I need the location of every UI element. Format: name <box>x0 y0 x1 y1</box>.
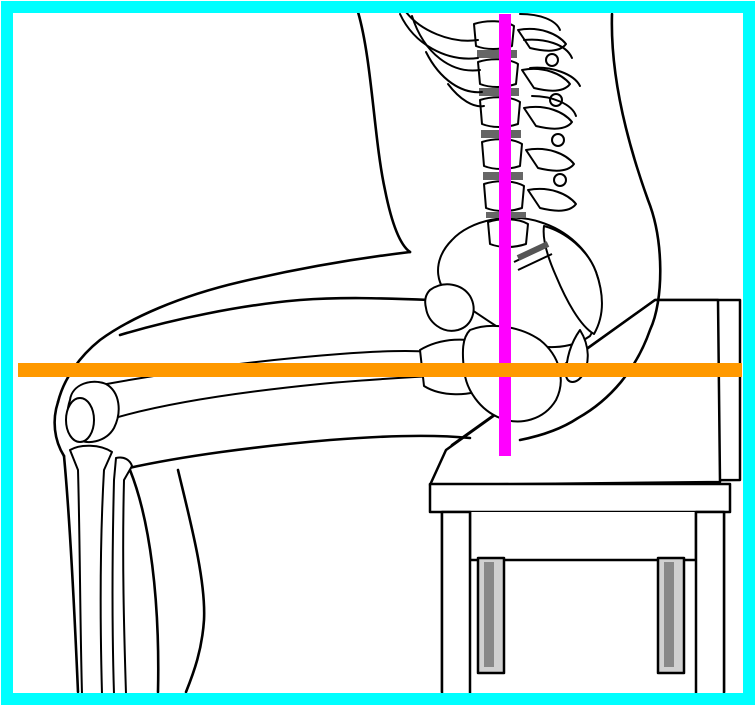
bench-apron <box>430 484 730 512</box>
spinous-processes <box>518 29 576 211</box>
leg-bones <box>66 340 497 694</box>
patella <box>66 398 94 442</box>
pubis <box>425 284 473 330</box>
rib-back <box>520 14 560 30</box>
rib <box>400 14 478 59</box>
rib <box>448 84 484 106</box>
bench-leg-right <box>696 512 724 697</box>
fibula <box>113 457 133 694</box>
bench-leg-left <box>442 512 470 697</box>
femur <box>96 351 432 420</box>
spine <box>474 21 576 247</box>
